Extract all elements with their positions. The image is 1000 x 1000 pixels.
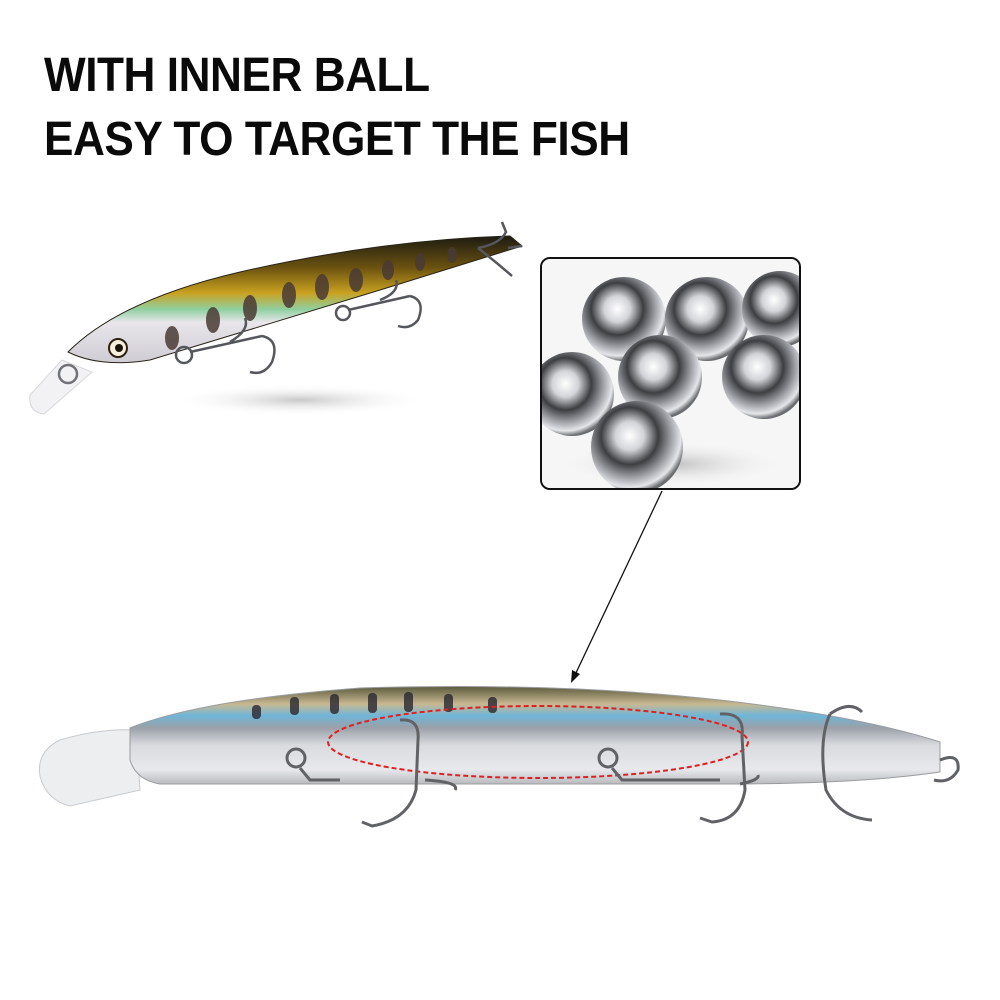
headline-line-2: EASY TO TARGET THE FISH (44, 113, 630, 166)
steel-ball (618, 335, 702, 419)
bottom-lure-spots (252, 692, 497, 719)
ball-chamber-highlight (327, 705, 749, 779)
steel-ball (722, 335, 799, 419)
top-lure-shadow (170, 384, 430, 416)
bottom-lure-lip (38, 729, 141, 807)
top-lure-spots (165, 247, 457, 350)
top-lure-hooks (174, 221, 523, 375)
steel-ball (742, 271, 799, 347)
headline: WITH INNER BALL EASY TO TARGET THE FISH (44, 44, 630, 172)
inner-ball-callout (540, 257, 801, 490)
steel-ball (542, 352, 614, 436)
bottom-lure-hooks (285, 705, 960, 828)
headline-line-1: WITH INNER BALL (44, 49, 430, 102)
steel-balls-image (542, 259, 799, 488)
steel-ball (591, 401, 683, 488)
steel-ball (665, 277, 749, 361)
